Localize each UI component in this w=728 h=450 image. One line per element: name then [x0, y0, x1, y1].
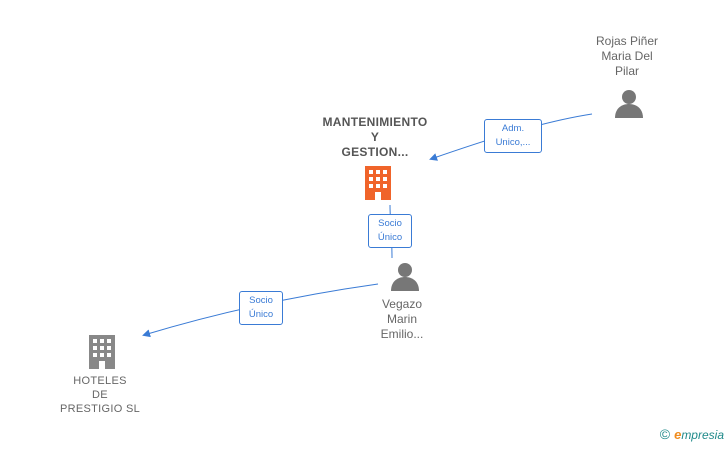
person-icon[interactable]	[614, 88, 644, 118]
person-icon[interactable]	[390, 261, 420, 291]
building-icon[interactable]	[86, 334, 118, 370]
node-label-rojas[interactable]: Rojas Piñer Maria Del Pilar	[595, 34, 659, 78]
node-label-hoteles[interactable]: HOTELES DE PRESTIGIO SL	[59, 375, 140, 415]
copyright-icon: ©	[659, 426, 671, 442]
building-icon[interactable]	[362, 165, 394, 201]
edge-label-socio-unico: Socio Único	[239, 291, 283, 325]
edge-label-socio-unico: Socio Único	[368, 214, 412, 248]
empresia-logo: ©empresia	[659, 426, 724, 442]
edge-label-adm-unico: Adm. Unico,...	[484, 119, 542, 153]
node-label-mantenimiento[interactable]: MANTENIMIENTO Y GESTION...	[322, 115, 428, 159]
node-label-vegazo[interactable]: Vegazo Marin Emilio...	[380, 297, 424, 341]
